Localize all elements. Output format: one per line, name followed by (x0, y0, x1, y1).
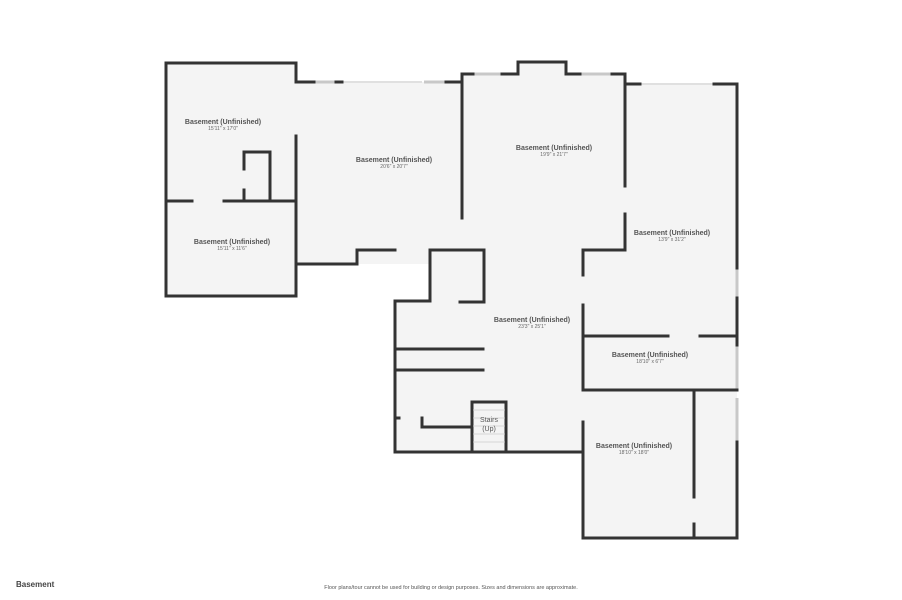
room-label-basement-4: Basement (Unfinished) 19'9" x 21'7" (516, 145, 592, 159)
room-name: Basement (Unfinished) (595, 443, 673, 451)
disclaimer-text: Floor plans/tour cannot be used for buil… (324, 585, 578, 591)
stairs-label-line2: (Up) (482, 426, 496, 433)
room-dimensions: 18'10" x 18'0" (618, 450, 650, 457)
room-dimensions: 20'6" x 20'7" (380, 164, 408, 171)
windows (314, 72, 739, 442)
room-name: Basement (Unfinished) (184, 119, 262, 127)
room-dimensions: 23'3" x 25'1" (518, 324, 546, 331)
stairs-label: Stairs (Up) (480, 416, 498, 434)
room-name: Basement (Unfinished) (493, 317, 571, 325)
floor-area (166, 62, 737, 538)
room-name: Basement (Unfinished) (355, 157, 433, 165)
room-label-basement-5: Basement (Unfinished) 13'9" x 31'2" (634, 230, 710, 244)
stairs (470, 400, 508, 454)
room-label-basement-7: Basement (Unfinished) 18'10" x 6'7" (612, 352, 688, 366)
walls (164, 60, 739, 540)
room-dimensions: 15'11" x 11'6" (217, 246, 247, 253)
room-label-basement-1: Basement (Unfinished) 15'11" x 17'0" (185, 119, 261, 133)
stairs-label-line1: Stairs (480, 416, 498, 424)
room-dimensions: 19'9" x 21'7" (540, 152, 568, 159)
room-dimensions: 15'11" x 17'0" (208, 126, 238, 133)
floor-name: Basement (16, 580, 55, 589)
room-label-basement-2: Basement (Unfinished) 15'11" x 11'6" (194, 239, 270, 253)
room-label-basement-6: Basement (Unfinished) 23'3" x 25'1" (494, 317, 570, 331)
room-dimensions: 18'10" x 6'7" (636, 359, 664, 366)
room-name: Basement (Unfinished) (633, 230, 711, 238)
room-dimensions: 13'9" x 31'2" (658, 237, 686, 244)
room-name: Basement (Unfinished) (515, 145, 593, 153)
room-name: Basement (Unfinished) (193, 239, 271, 247)
room-label-basement-3: Basement (Unfinished) 20'6" x 20'7" (356, 157, 432, 171)
room-label-basement-8: Basement (Unfinished) 18'10" x 18'0" (596, 443, 672, 457)
room-name: Basement (Unfinished) (611, 352, 689, 360)
